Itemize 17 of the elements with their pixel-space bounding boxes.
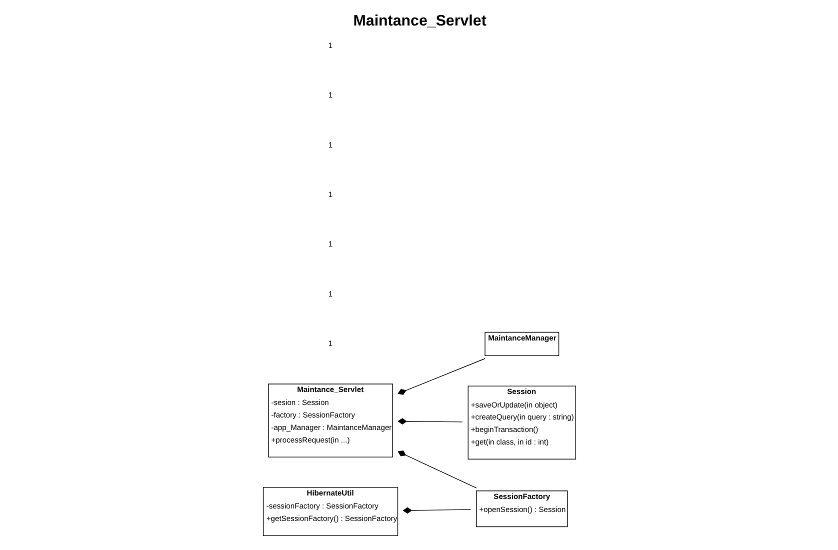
label: 1 — [328, 190, 332, 199]
node-box: MaintanceManager — [484, 332, 559, 356]
label: 1 — [328, 40, 332, 50]
node-box: Maintance_Servlet -sesion : Session -factory : SessionFactory -app_Manager : MaintanceManager +processRequest(in ...) — [268, 384, 392, 458]
label: 1 — [328, 289, 332, 298]
node-box: Session +saveOrUpdate(in object) +createQuery(in query : string) +beginTransaction() +get(in class, in id : int) — [467, 386, 576, 460]
connector — [397, 418, 462, 424]
label: 1 — [328, 90, 332, 100]
diagram-title: Maintance_Servlet — [352, 12, 486, 30]
label: 1 — [328, 338, 332, 348]
connector — [397, 450, 476, 488]
node-box: SessionFactory +openSession() : Session — [476, 490, 568, 528]
connector — [397, 358, 486, 395]
node-box: HibernateUtil -sessionFactory : SessionFactory +getSessionFactory() : SessionFactory — [262, 487, 398, 536]
connector — [402, 507, 471, 514]
label: 1 — [328, 140, 332, 150]
label: 1 — [328, 240, 332, 249]
